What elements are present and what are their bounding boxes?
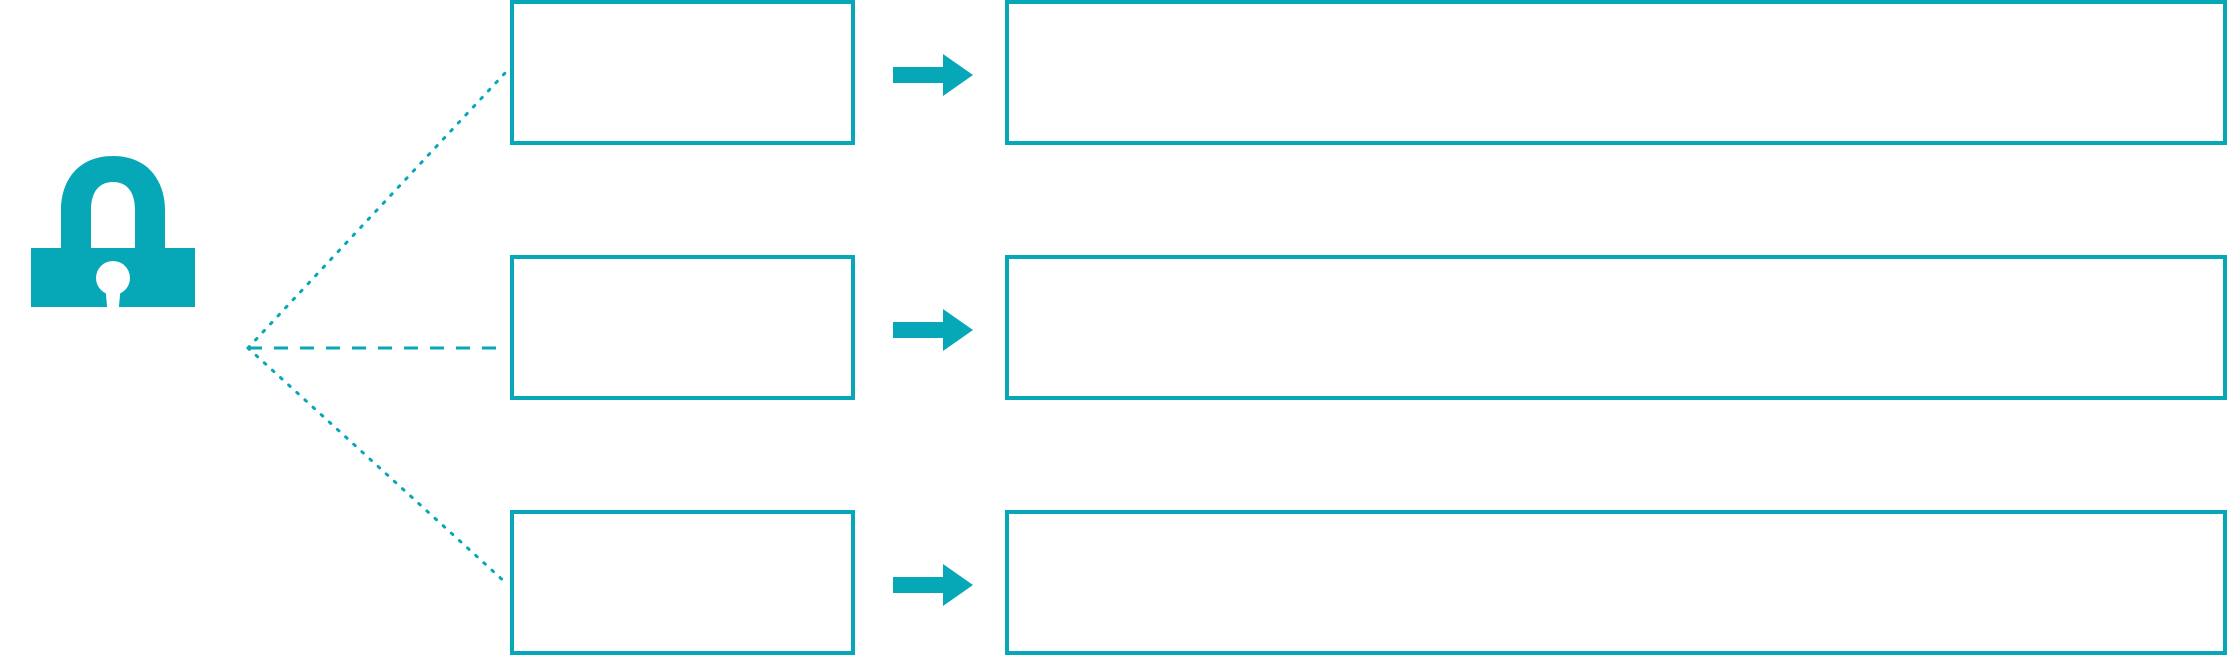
row-1-right-box	[1005, 0, 2227, 145]
arrow-right-icon	[893, 307, 975, 353]
row-3-right-box	[1005, 510, 2227, 655]
padlock-icon	[25, 152, 201, 317]
arrow-right-icon	[893, 52, 975, 98]
connector-to-row-1	[246, 70, 508, 350]
row-3-left-box	[510, 510, 855, 655]
connector-to-row-3	[246, 346, 508, 585]
row-2-left-box	[510, 255, 855, 400]
row-1-left-box	[510, 0, 855, 145]
row-2-right-box	[1005, 255, 2227, 400]
arrow-right-icon	[893, 562, 975, 608]
